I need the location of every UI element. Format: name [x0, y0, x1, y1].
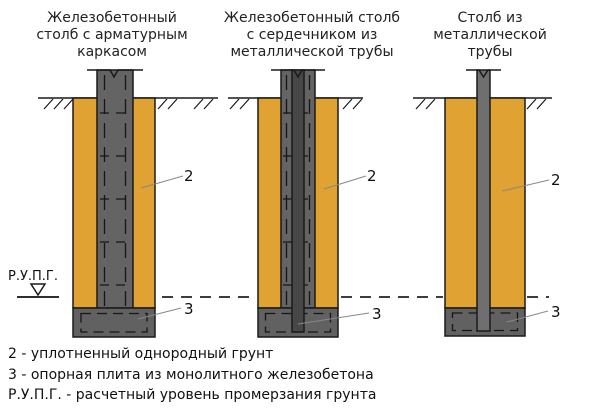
legend-rupg: Р.У.П.Г. - расчетный уровень промерзания…	[8, 387, 377, 403]
post-break-mark	[271, 69, 325, 79]
support-plate-rebar	[80, 312, 148, 333]
plate-callout: 3	[372, 305, 382, 323]
soil-leader-line	[501, 179, 550, 192]
diagram1-title: Железобетонный столб с арматурным каркас…	[36, 10, 188, 60]
level-triangle-icon	[29, 283, 47, 297]
legend-plate: 3 - опорная плита из монолитного железоб…	[8, 366, 374, 383]
diagram-reinforced-concrete-post: 2 3	[38, 69, 218, 338]
plate-leader-line	[506, 310, 549, 323]
metal-pipe-post	[476, 69, 491, 332]
post-break-mark	[466, 69, 501, 79]
soil-callout: 2	[551, 171, 561, 189]
soil-callout: 2	[184, 167, 194, 185]
rebar-cage-ties	[283, 112, 313, 286]
ground-hatch-marks	[43, 98, 214, 110]
post-break-mark	[87, 69, 143, 79]
diagram-metal-pipe-post: 2 3	[413, 69, 561, 337]
ground-hatch-marks	[415, 98, 547, 110]
ground-hatch-marks	[229, 98, 363, 110]
rebar-cage-ties	[100, 112, 130, 286]
soil-leader-line	[140, 175, 184, 189]
metal-pipe-core	[291, 69, 305, 333]
plate-callout: 3	[184, 300, 194, 318]
soil-leader-line	[323, 175, 367, 190]
diagram3-title: Столб из металлической трубы	[433, 10, 547, 60]
plate-callout: 3	[551, 303, 561, 321]
plate-leader-line	[137, 307, 182, 320]
legend-soil: 2 - уплотненный однородный грунт	[8, 346, 274, 362]
rebar-cage-vertical	[103, 75, 127, 328]
frost-level-group: Р.У.П.Г.	[8, 269, 549, 298]
concrete-post	[96, 69, 134, 309]
legend: 2 - уплотненный однородный грунт 3 - опо…	[8, 344, 488, 406]
soil-callout: 2	[367, 167, 377, 185]
plate-leader-line	[297, 312, 370, 325]
frost-level-label: Р.У.П.Г.	[8, 269, 58, 284]
diagram2-title: Железобетонный столб с сердечником из ме…	[223, 10, 401, 60]
diagram-concrete-post-pipe-core: 2 3	[228, 69, 382, 338]
